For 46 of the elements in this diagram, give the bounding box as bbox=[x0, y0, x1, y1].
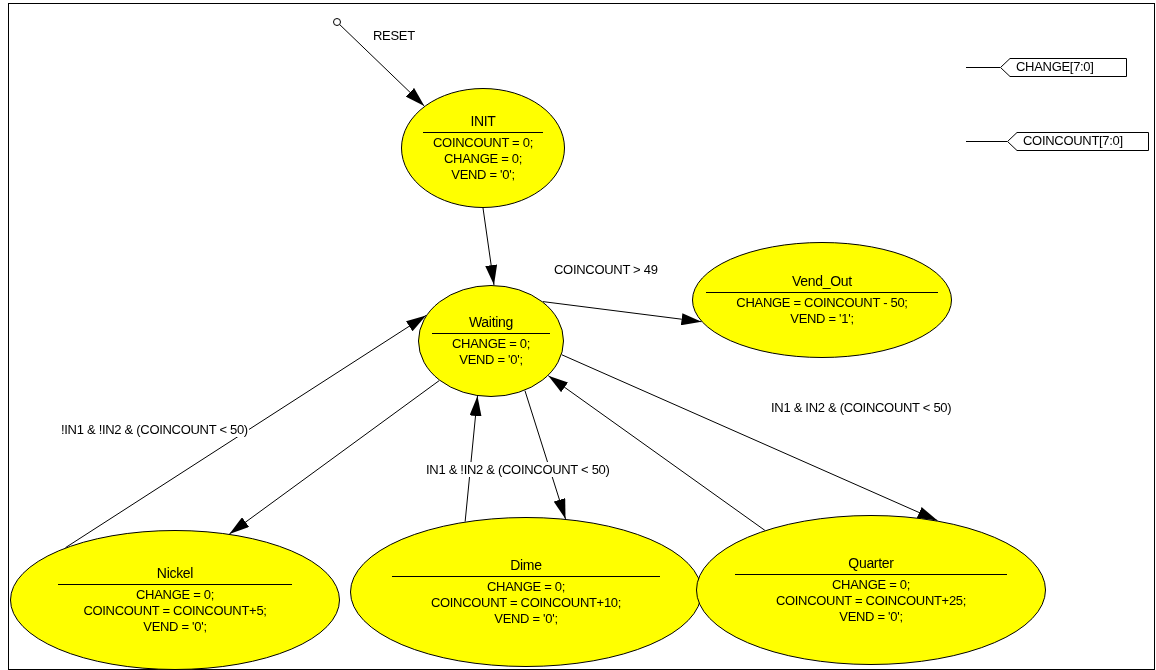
state-action: CHANGE = 0; bbox=[487, 579, 565, 595]
state-action: VEND = '0'; bbox=[494, 611, 558, 627]
state-name: Quarter bbox=[848, 555, 894, 571]
state-name: Waiting bbox=[468, 314, 514, 330]
transition-arrow bbox=[547, 375, 766, 531]
state-name: Vend_Out bbox=[792, 273, 852, 289]
state-bubble bbox=[692, 242, 952, 358]
output-port bbox=[1007, 132, 1149, 151]
state-action: COINCOUNT = 0; bbox=[433, 135, 533, 151]
state-action: CHANGE = 0; bbox=[832, 577, 910, 593]
state-bubble bbox=[10, 530, 340, 670]
state-action: VEND = '0'; bbox=[459, 352, 523, 368]
port-label: CHANGE[7:0] bbox=[1016, 59, 1094, 75]
output-port bbox=[1000, 58, 1127, 77]
reset-terminal bbox=[333, 18, 341, 26]
transition-arrow bbox=[228, 380, 440, 535]
state-action: CHANGE = 0; bbox=[452, 336, 530, 352]
transition-arrow bbox=[65, 314, 427, 549]
edge-label: IN1 & !IN2 & (COINCOUNT < 50) bbox=[425, 462, 611, 477]
transition-arrow bbox=[561, 354, 938, 522]
edge-label: IN1 & IN2 & (COINCOUNT < 50) bbox=[770, 400, 953, 415]
state-bubble bbox=[350, 517, 702, 667]
state-name: Dime bbox=[510, 557, 542, 573]
state-action: VEND = '0'; bbox=[143, 619, 207, 635]
state-action: VEND = '1'; bbox=[790, 311, 854, 327]
state-action: COINCOUNT = COINCOUNT+5; bbox=[83, 603, 267, 619]
state-action: COINCOUNT = COINCOUNT+10; bbox=[430, 595, 622, 611]
state-bubble bbox=[418, 285, 564, 397]
transition-arrow bbox=[464, 395, 482, 523]
state-action: CHANGE = 0; bbox=[136, 587, 214, 603]
state-action: VEND = '0'; bbox=[451, 167, 515, 183]
state-bubble bbox=[696, 515, 1046, 665]
state-action: CHANGE = 0; bbox=[444, 151, 522, 167]
state-name: INIT bbox=[470, 113, 496, 129]
transition-arrow bbox=[542, 301, 702, 326]
state-name: Nickel bbox=[156, 565, 194, 581]
edge-label: RESET bbox=[372, 28, 416, 43]
state-action: COINCOUNT = COINCOUNT+25; bbox=[775, 593, 967, 609]
state-action: CHANGE = COINCOUNT - 50; bbox=[736, 295, 908, 311]
port-label: COINCOUNT[7:0] bbox=[1023, 133, 1123, 149]
state-bubble bbox=[401, 88, 565, 208]
transition-arrow bbox=[482, 207, 498, 286]
state-action: VEND = '0'; bbox=[839, 609, 903, 625]
transition-arrow bbox=[524, 390, 566, 520]
edge-label: COINCOUNT > 49 bbox=[553, 262, 659, 277]
edge-label: !IN1 & !IN2 & (COINCOUNT < 50) bbox=[60, 422, 249, 437]
